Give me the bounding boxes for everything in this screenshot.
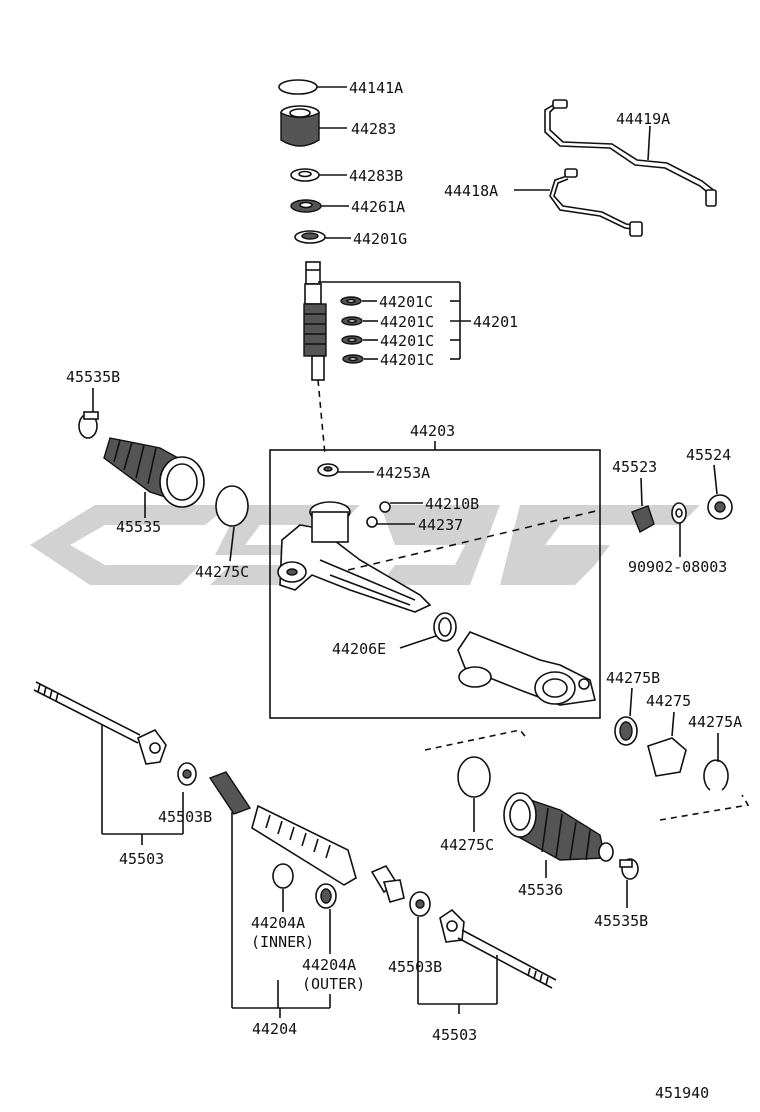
part-44204a-inner-bushing bbox=[272, 863, 294, 912]
label-45503b-right: 45503B bbox=[388, 958, 442, 976]
label-44275b: 44275B bbox=[606, 669, 660, 687]
part-44201-pinion-shaft bbox=[303, 261, 460, 456]
part-44275a-snapring bbox=[703, 733, 729, 791]
part-44275-bushing bbox=[647, 711, 687, 777]
part-44204-rack bbox=[208, 771, 405, 1018]
label-45524: 45524 bbox=[686, 446, 731, 464]
label-44275: 44275 bbox=[646, 692, 691, 710]
label-45503-left: 45503 bbox=[119, 850, 164, 868]
part-44275c-ring-right bbox=[457, 756, 491, 832]
label-44275c-right: 44275C bbox=[440, 836, 494, 854]
part-45536-boot bbox=[503, 792, 614, 878]
label-44253a: 44253A bbox=[376, 464, 430, 482]
label-44283: 44283 bbox=[351, 120, 396, 138]
dashed-guide-right bbox=[424, 729, 750, 821]
label-44141a: 44141A bbox=[349, 79, 403, 97]
label-44201c-1: 44201C bbox=[379, 293, 433, 311]
label-44283b: 44283B bbox=[349, 167, 403, 185]
part-45503-tie-rod-left bbox=[33, 681, 184, 845]
part-44210b-bolt bbox=[379, 501, 423, 513]
label-44204a-inner: 44204A bbox=[251, 914, 305, 932]
label-45535b-bottom: 45535B bbox=[594, 912, 648, 930]
part-44253a-seal bbox=[317, 463, 374, 477]
part-45535b-clamp-bottom bbox=[619, 858, 639, 908]
part-44261a-seal bbox=[290, 199, 349, 213]
label-44201c-2: 44201C bbox=[380, 313, 434, 331]
part-rack-housing bbox=[277, 501, 601, 613]
label-44204: 44204 bbox=[252, 1020, 297, 1038]
part-rack-tube-right bbox=[457, 631, 596, 706]
part-44419a-tube bbox=[544, 99, 717, 207]
label-45523: 45523 bbox=[612, 458, 657, 476]
label-45535: 45535 bbox=[116, 518, 161, 536]
part-44283b-nut bbox=[290, 168, 347, 182]
label-outer-note: (OUTER) bbox=[302, 975, 365, 993]
part-44206e-ring bbox=[399, 612, 457, 649]
part-44275c-ring-left bbox=[215, 485, 249, 562]
part-44141a-oring bbox=[278, 79, 347, 95]
part-45503-tie-rod-right bbox=[418, 908, 557, 1014]
part-44418a-tube bbox=[514, 168, 643, 237]
label-44201c-4: 44201C bbox=[380, 351, 434, 369]
label-44418a: 44418A bbox=[444, 182, 498, 200]
label-45535b-top: 45535B bbox=[66, 368, 120, 386]
part-45535-boot bbox=[103, 437, 205, 518]
part-44275b-ring bbox=[614, 687, 638, 746]
label-inner-note: (INNER) bbox=[251, 933, 314, 951]
label-44203: 44203 bbox=[410, 422, 455, 440]
label-45503b-left: 45503B bbox=[158, 808, 212, 826]
label-90902: 90902-08003 bbox=[628, 558, 727, 576]
label-44201: 44201 bbox=[473, 313, 518, 331]
label-45536: 45536 bbox=[518, 881, 563, 899]
part-44201c-seals bbox=[340, 282, 471, 364]
diagram-code: 451940 bbox=[655, 1084, 709, 1102]
label-44419a: 44419A bbox=[616, 110, 670, 128]
label-44237: 44237 bbox=[418, 516, 463, 534]
part-45503b-nut-left bbox=[177, 762, 197, 786]
label-44206e: 44206E bbox=[332, 640, 386, 658]
part-44204a-outer-bushing bbox=[315, 883, 337, 954]
assembly-box-44203 bbox=[269, 441, 601, 719]
part-45523-guide bbox=[631, 477, 655, 534]
part-44237-bolt bbox=[366, 516, 415, 528]
label-45503-right: 45503 bbox=[432, 1026, 477, 1044]
part-45503b-nut-right bbox=[409, 891, 431, 1004]
part-45535b-clamp-top bbox=[78, 388, 99, 439]
label-44275c-left: 44275C bbox=[195, 563, 249, 581]
part-44201g-bearing bbox=[294, 230, 351, 244]
label-44275a: 44275A bbox=[688, 713, 742, 731]
label-44201g: 44201G bbox=[353, 230, 407, 248]
label-44261a: 44261A bbox=[351, 198, 405, 216]
part-90902-washer bbox=[671, 502, 687, 557]
label-44201c-3: 44201C bbox=[380, 332, 434, 350]
label-44210b: 44210B bbox=[425, 495, 479, 513]
part-44283-housing-cap bbox=[280, 105, 347, 147]
part-45524-plug bbox=[707, 464, 733, 520]
label-44204a-outer: 44204A bbox=[302, 956, 356, 974]
